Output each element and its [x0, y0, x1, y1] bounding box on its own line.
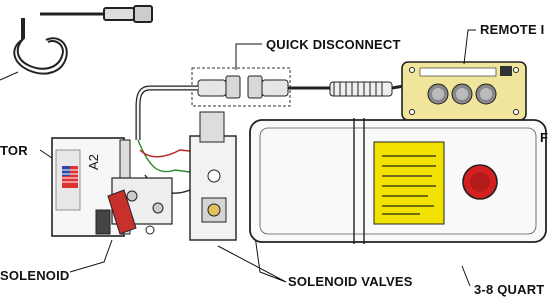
label-quick-disconnect: QUICK DISCONNECT	[266, 37, 401, 52]
label-remote: REMOTE I	[480, 22, 545, 37]
remote-control	[401, 61, 527, 121]
cable-spring	[329, 81, 405, 97]
label-solenoid-valves: SOLENOID VALVES	[288, 274, 413, 289]
reservoir-tank	[249, 118, 547, 244]
remote-button-3	[475, 83, 497, 105]
label-reservoir: 3-8 QUART	[474, 282, 545, 297]
label-motor: TOR	[0, 143, 28, 158]
quick-disconnect-connector	[191, 67, 330, 107]
coiled-cable	[0, 5, 153, 81]
label-solenoid: SOLENOID	[0, 268, 70, 283]
motor-marking: A2	[86, 154, 101, 170]
remote-button-1	[427, 83, 449, 105]
solenoid-arm	[107, 189, 137, 235]
label-fill: F	[540, 130, 549, 145]
starter-solenoid	[95, 177, 173, 235]
motor-flag-decal	[62, 166, 78, 188]
power-cable	[135, 85, 198, 140]
valve-block	[189, 111, 237, 241]
warning-label	[373, 141, 445, 225]
remote-button-2	[451, 83, 473, 105]
